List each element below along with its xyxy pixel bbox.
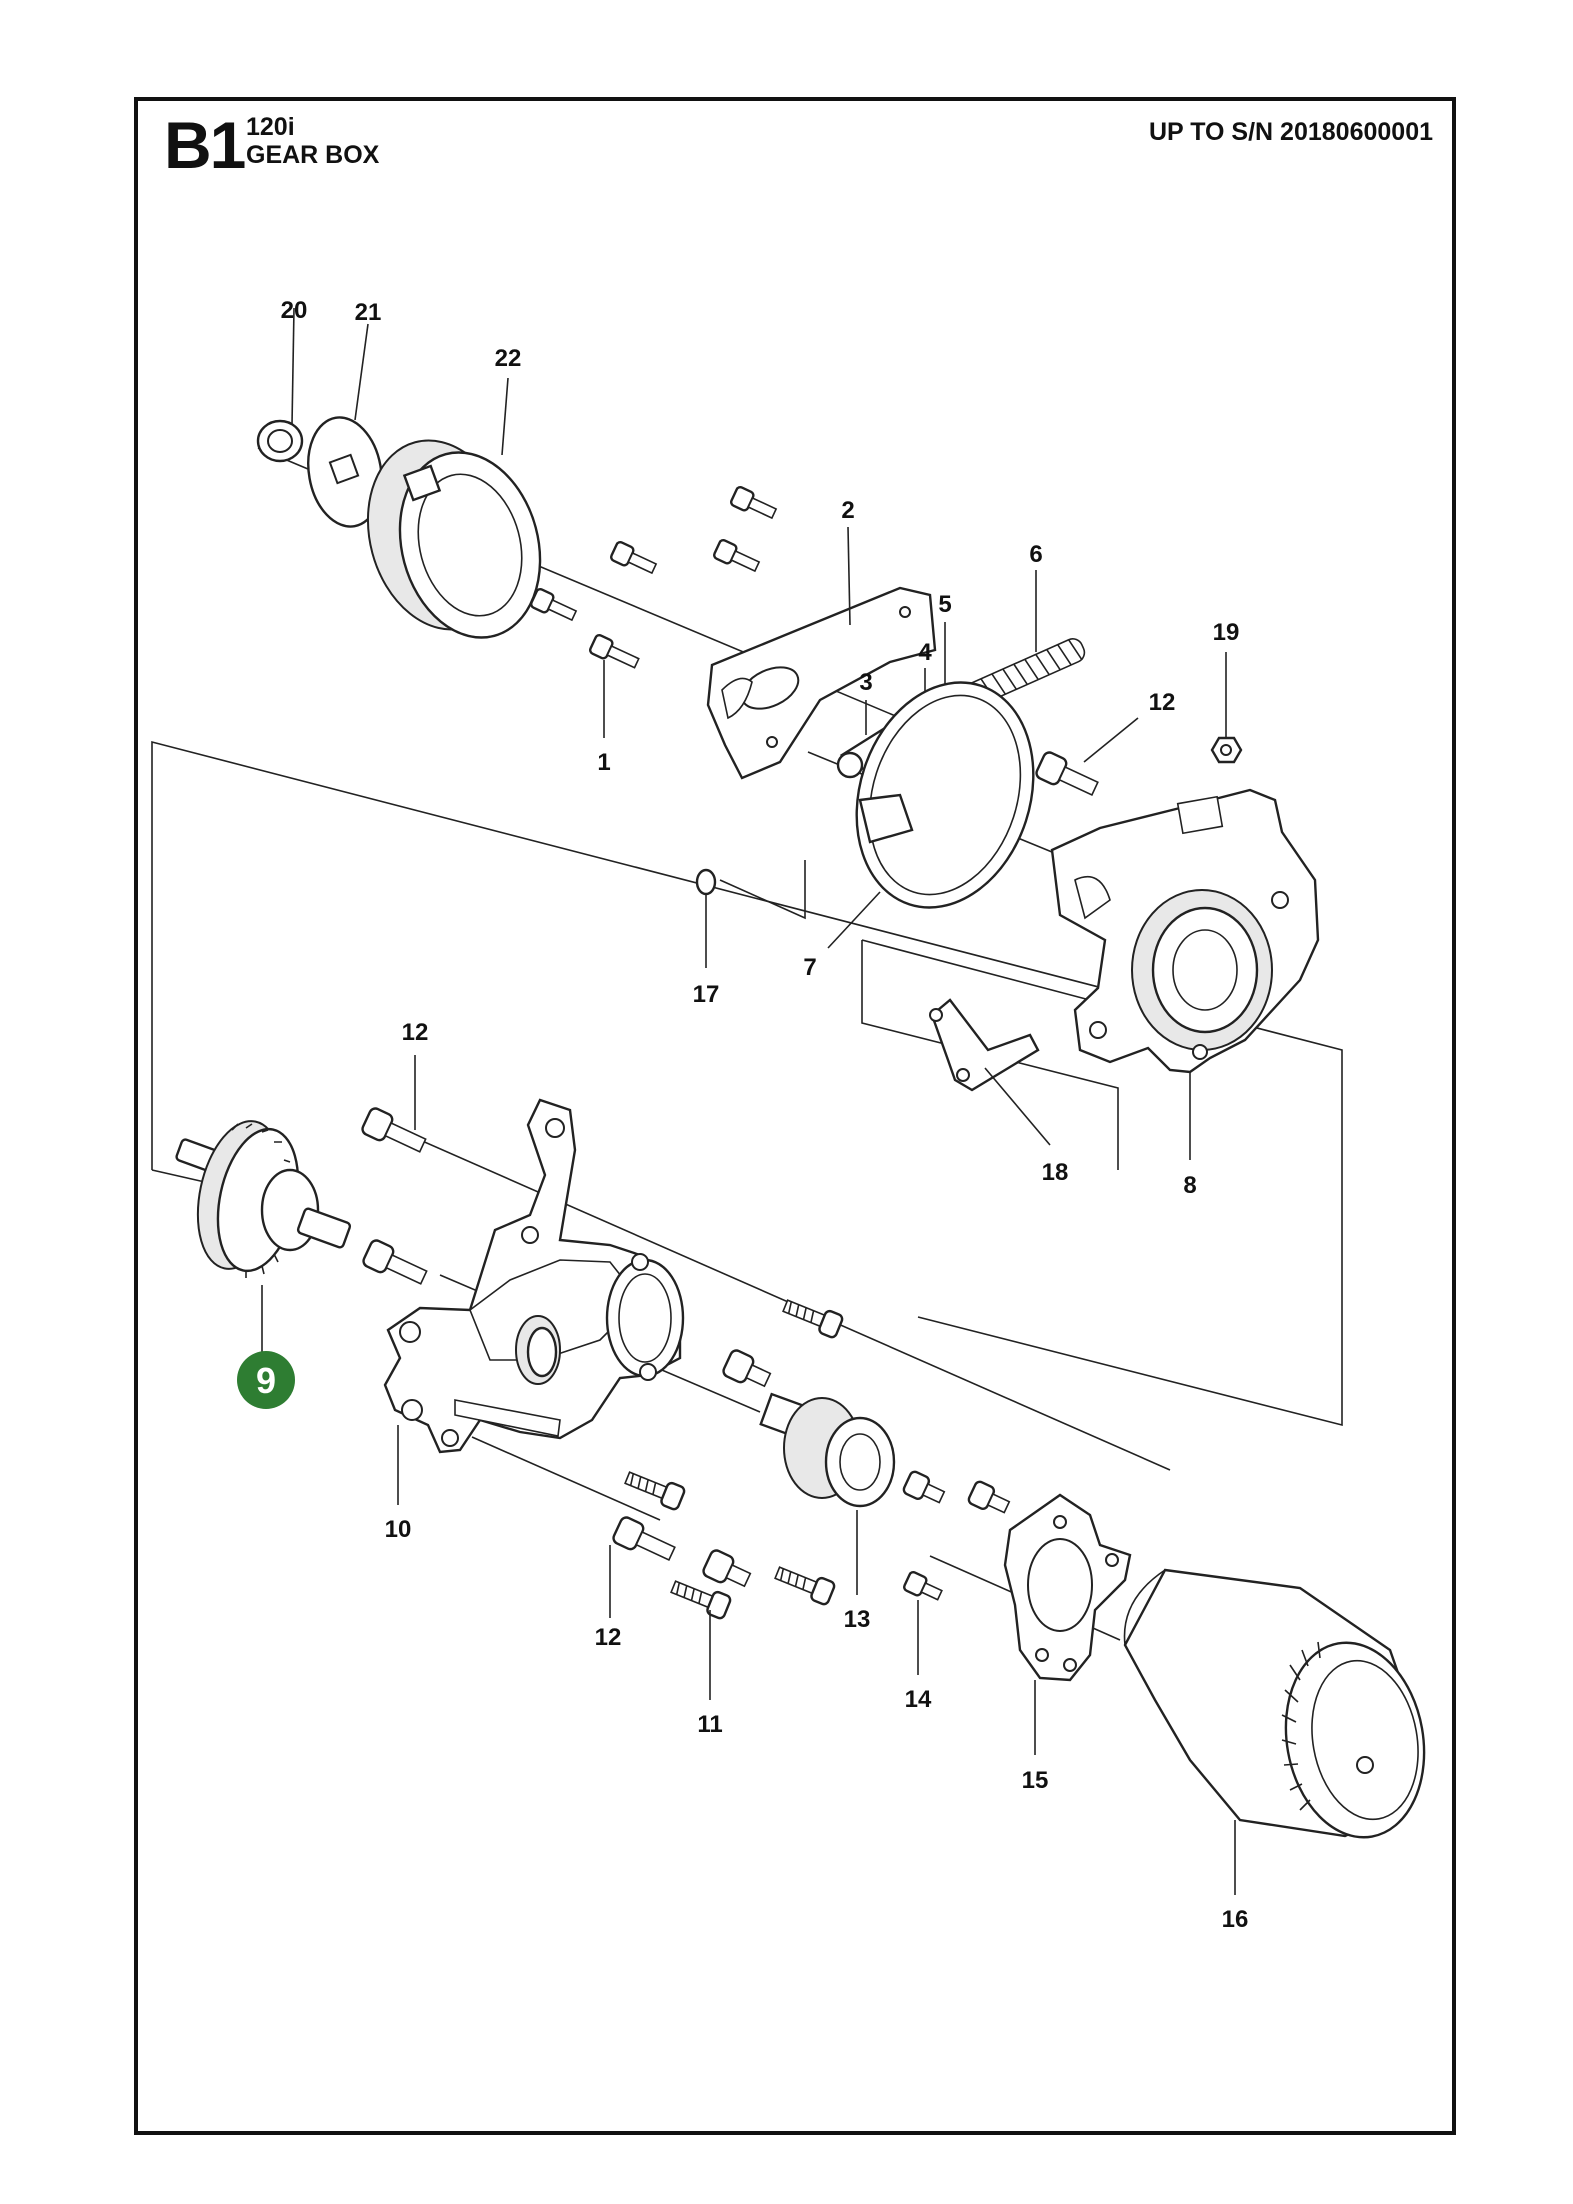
- callout-6: 6: [1029, 541, 1042, 568]
- part-12-screws-mid: [361, 1055, 428, 1285]
- part-11-screws: [624, 1299, 844, 1700]
- callout-8: 8: [1183, 1172, 1196, 1199]
- callout-21: 21: [355, 299, 382, 326]
- callout-12-mid: 12: [402, 1019, 429, 1046]
- callout-12-bottom: 12: [595, 1624, 622, 1651]
- part-16-motor: [1123, 1568, 1426, 1895]
- callout-10: 10: [385, 1516, 412, 1543]
- part-21-washer: [307, 323, 383, 528]
- part-8-clutch-housing: [1050, 788, 1320, 1160]
- callout-16: 16: [1222, 1906, 1249, 1933]
- model-name: 120i: [246, 113, 295, 141]
- callout-17: 17: [693, 981, 720, 1008]
- callout-13: 13: [844, 1606, 871, 1633]
- callout-5: 5: [938, 591, 951, 618]
- part-12-screw-top: [1035, 717, 1139, 797]
- callout-22: 22: [495, 345, 522, 372]
- callout-14: 14: [905, 1686, 932, 1713]
- callout-20: 20: [281, 297, 308, 324]
- screw-set-mid: [702, 1349, 1011, 1588]
- callout-7: 7: [803, 954, 816, 981]
- callout-11: 11: [697, 1711, 722, 1738]
- group-name: GEAR BOX: [246, 141, 380, 169]
- part-13-bearing: [759, 1392, 896, 1595]
- part-10-gearbox-housing: [383, 1098, 685, 1505]
- part-12-screw-bottom: [609, 1516, 676, 1618]
- section-code: B1: [164, 108, 246, 182]
- part-20-circlip: [256, 307, 304, 463]
- part-22-clutch-drum: [366, 377, 542, 639]
- callout-9: 9: [256, 1360, 276, 1401]
- callout-19: 19: [1213, 619, 1240, 646]
- part-19-nut: [1210, 652, 1243, 764]
- page-frame: [134, 97, 1456, 2135]
- callout-2: 2: [841, 497, 854, 524]
- part-14-pin: [903, 1570, 943, 1675]
- serial-note: UP TO S/N 20180600001: [1149, 118, 1433, 146]
- part-17-clip: [695, 868, 717, 968]
- callout-3: 3: [859, 669, 872, 696]
- callout-1: 1: [597, 749, 610, 776]
- callout-15: 15: [1022, 1767, 1049, 1794]
- screw-set-top: [530, 485, 778, 622]
- callout-18: 18: [1042, 1159, 1069, 1186]
- part-1-pin: [589, 633, 640, 738]
- part-2-bracket-plate: [706, 526, 937, 780]
- callout-labels: 1 2 3 4 5 6 7 8 9 10 11 12 12 12 13 14 1…: [256, 297, 1248, 1933]
- part-18-lever: [929, 998, 1051, 1146]
- part-9-gear-shaft: [175, 1120, 352, 1355]
- callout-4: 4: [918, 639, 932, 666]
- highlight-badge-9: [237, 1351, 295, 1409]
- part-7-brake-band: [719, 681, 1035, 949]
- callout-12-top: 12: [1149, 689, 1176, 716]
- part-15-flange: [1003, 1493, 1132, 1755]
